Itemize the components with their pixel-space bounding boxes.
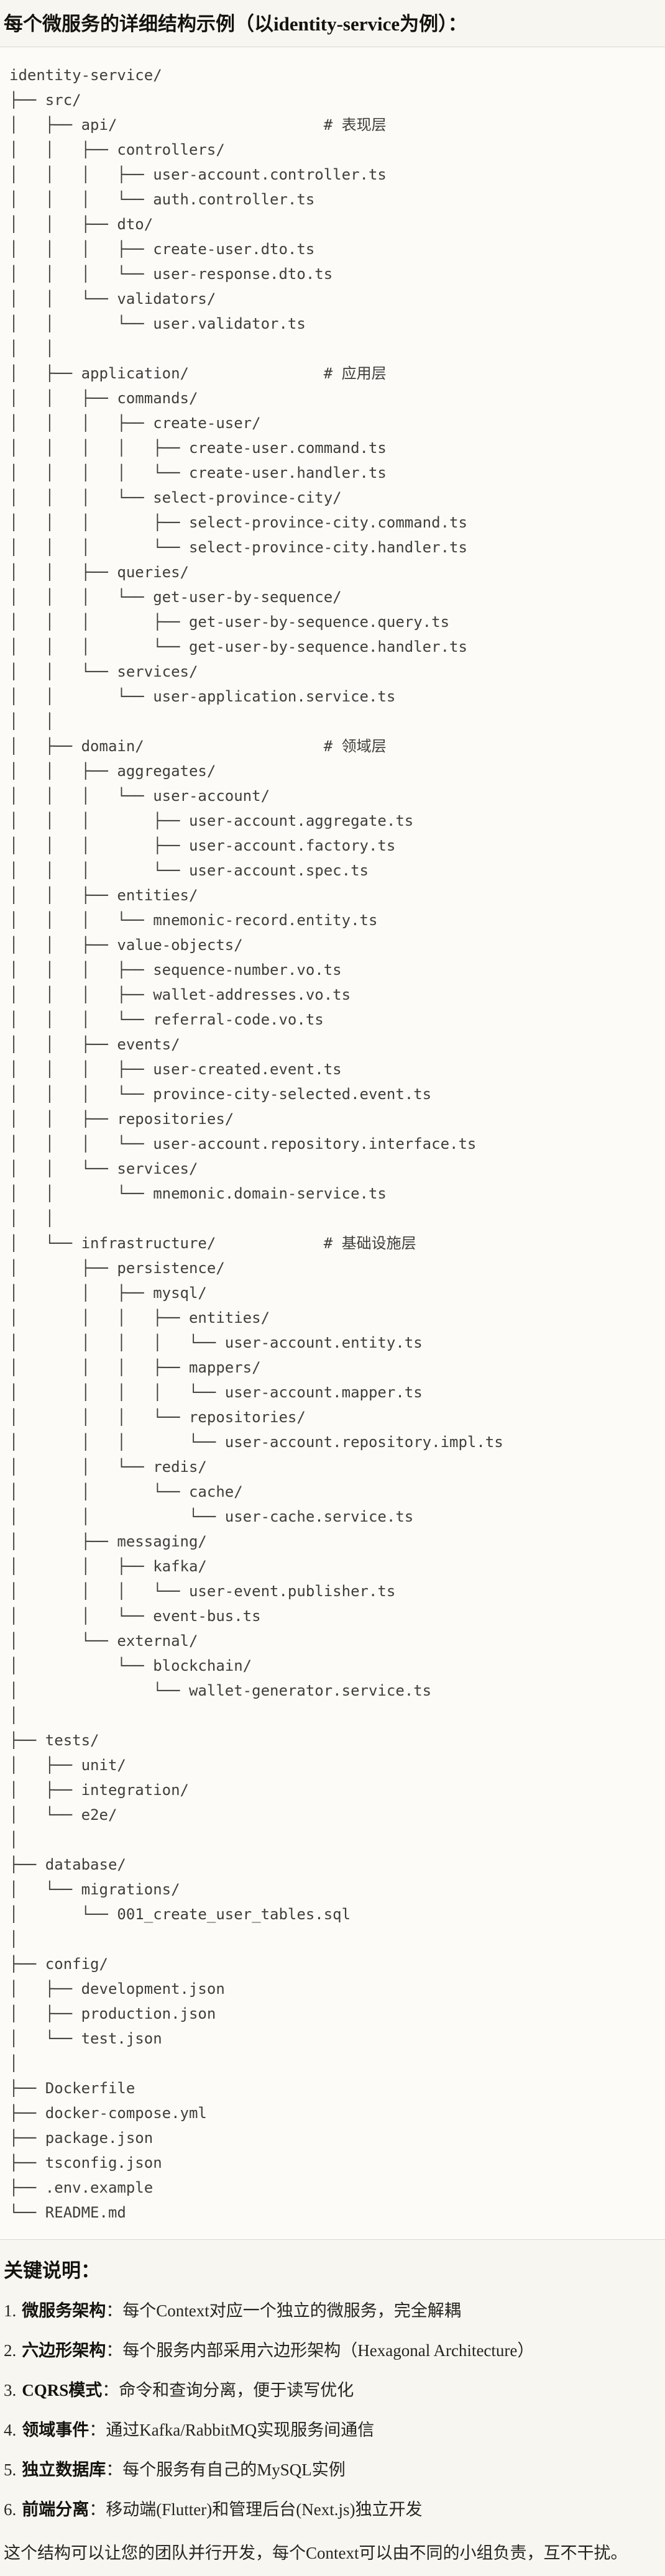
note-label: CQRS模式: [22, 2381, 103, 2400]
note-number: 1.: [4, 2301, 17, 2320]
note-colon: ：: [106, 2341, 123, 2360]
code-block: identity-service/ ├── src/ │ ├── api/ # …: [0, 47, 665, 2240]
note-text: 通过Kafka/RabbitMQ实现服务间通信: [106, 2421, 375, 2439]
note-colon: ：: [106, 2301, 123, 2320]
note-label: 独立数据库: [22, 2460, 106, 2479]
note-number: 4.: [4, 2421, 17, 2439]
note-colon: ：: [89, 2500, 106, 2519]
directory-tree: identity-service/ ├── src/ │ ├── api/ # …: [9, 66, 503, 2221]
note-text: 每个服务有自己的MySQL实例: [122, 2460, 346, 2479]
note-number: 3.: [4, 2381, 17, 2400]
note-item-domain-events: 4. 领域事件：通过Kafka/RabbitMQ实现服务间通信: [4, 2419, 661, 2442]
note-item-hexagonal: 2. 六边形架构：每个服务内部采用六边形架构（Hexagonal Architec…: [4, 2339, 661, 2362]
notes-section: 关键说明： 1.微服务架构：每个Context对应一个独立的微服务，完全解耦 2…: [0, 2259, 665, 2565]
note-number: 2.: [4, 2341, 17, 2360]
note-text: 移动端(Flutter)和管理后台(Next.js)独立开发: [106, 2500, 423, 2519]
note-item-database: 5. 独立数据库：每个服务有自己的MySQL实例: [4, 2459, 661, 2482]
note-label: 前端分离: [22, 2500, 89, 2519]
note-item-microservice: 1. 微服务架构：每个Context对应一个独立的微服务，完全解耦: [4, 2300, 661, 2323]
note-text: 命令和查询分离，便于读写优化: [119, 2381, 354, 2400]
note-item-frontend: 6. 前端分离：移动端(Flutter)和管理后台(Next.js)独立开发: [4, 2498, 661, 2521]
page-title: 每个微服务的详细结构示例（以identity-service为例）：: [4, 13, 467, 35]
note-number: 5.: [4, 2460, 17, 2479]
note-colon: ：: [106, 2460, 123, 2479]
note-label: 六边形架构: [22, 2341, 106, 2360]
note-colon: ：: [102, 2381, 119, 2400]
note-label: 领域事件: [22, 2421, 89, 2439]
note-item-cqrs: 3. CQRS模式：命令和查询分离，便于读写优化: [4, 2379, 661, 2402]
note-text: 每个Context对应一个独立的微服务，完全解耦: [122, 2301, 461, 2320]
note-label: 微服务架构: [22, 2301, 106, 2320]
notes-title: 关键说明：: [4, 2260, 100, 2281]
closing-paragraph: 这个结构可以让您的团队并行开发，每个Context可以由不同的小组负责，互不干扰…: [4, 2544, 628, 2562]
note-colon: ：: [89, 2421, 106, 2439]
note-text: 每个服务内部采用六边形架构（Hexagonal Architecture）: [122, 2341, 534, 2360]
note-number: 6.: [4, 2500, 17, 2519]
notes-list: 1.微服务架构：每个Context对应一个独立的微服务，完全解耦 2.六边形架构…: [4, 2300, 661, 2521]
